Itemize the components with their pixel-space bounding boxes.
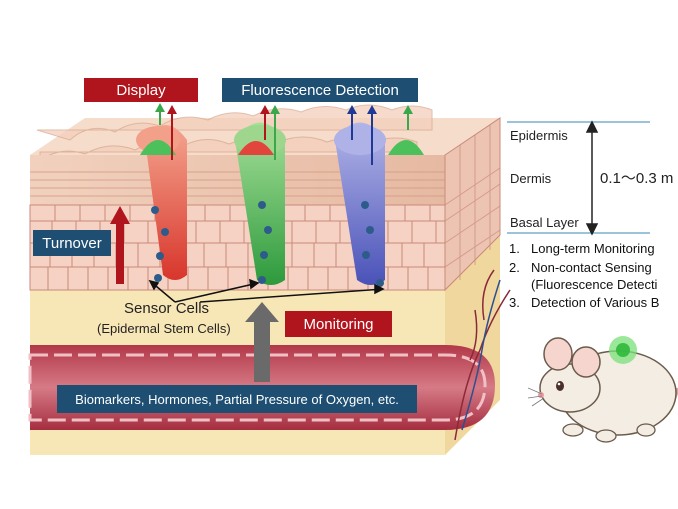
feature-1: 1. Long-term Monitoring	[509, 241, 655, 256]
fluorescence-detection-box: Fluorescence Detection	[222, 78, 418, 102]
feature-1-num: 1.	[509, 241, 520, 256]
display-label: Display	[116, 81, 166, 99]
feature-2-num: 2.	[509, 260, 520, 275]
layer-epidermis: Epidermis	[510, 128, 568, 143]
mouse-illustration	[528, 336, 678, 443]
feature-3-text: Detection of Various B	[531, 295, 660, 310]
feature-2-sub: (Fluorescence Detecti	[509, 277, 657, 292]
capillaries	[454, 269, 511, 441]
turnover-label: Turnover	[42, 234, 102, 252]
arrow-icons	[155, 103, 413, 165]
turnover-box: Turnover	[33, 230, 111, 256]
monitoring-label: Monitoring	[303, 315, 374, 333]
scale-bar	[507, 120, 650, 236]
biomarkers-box: Biomarkers, Hormones, Partial Pressure o…	[57, 385, 417, 413]
monitoring-box: Monitoring	[285, 311, 392, 337]
layer-basal: Basal Layer	[510, 215, 579, 230]
green-surface-cell-right	[388, 140, 424, 155]
sensor-cells-title: Sensor Cells	[124, 300, 210, 317]
fluorescence-detection-label: Fluorescence Detection	[241, 81, 399, 99]
sensor-cells-subtitle: (Epidermal Stem Cells)	[97, 321, 231, 336]
feature-3-num: 3.	[509, 295, 520, 310]
red-surface-cell	[238, 141, 274, 155]
sensor-pointers	[148, 278, 385, 303]
feature-2-text: Non-contact Sensing	[531, 260, 652, 275]
biomarkers-label: Biomarkers, Hormones, Partial Pressure o…	[75, 391, 399, 407]
feature-2-sub-text: (Fluorescence Detecti	[531, 277, 658, 292]
display-label-box: Display	[84, 78, 198, 102]
feature-2: 2. Non-contact Sensing	[509, 260, 652, 275]
green-surface-cell-left	[140, 140, 176, 155]
monitoring-arrow	[245, 302, 279, 382]
feature-1-text: Long-term Monitoring	[531, 241, 655, 256]
layer-dermis: Dermis	[510, 171, 552, 186]
turnover-arrow	[110, 206, 130, 284]
feature-3: 3. Detection of Various B	[509, 295, 659, 310]
thickness-label: 0.1～0.3 m	[600, 170, 674, 187]
